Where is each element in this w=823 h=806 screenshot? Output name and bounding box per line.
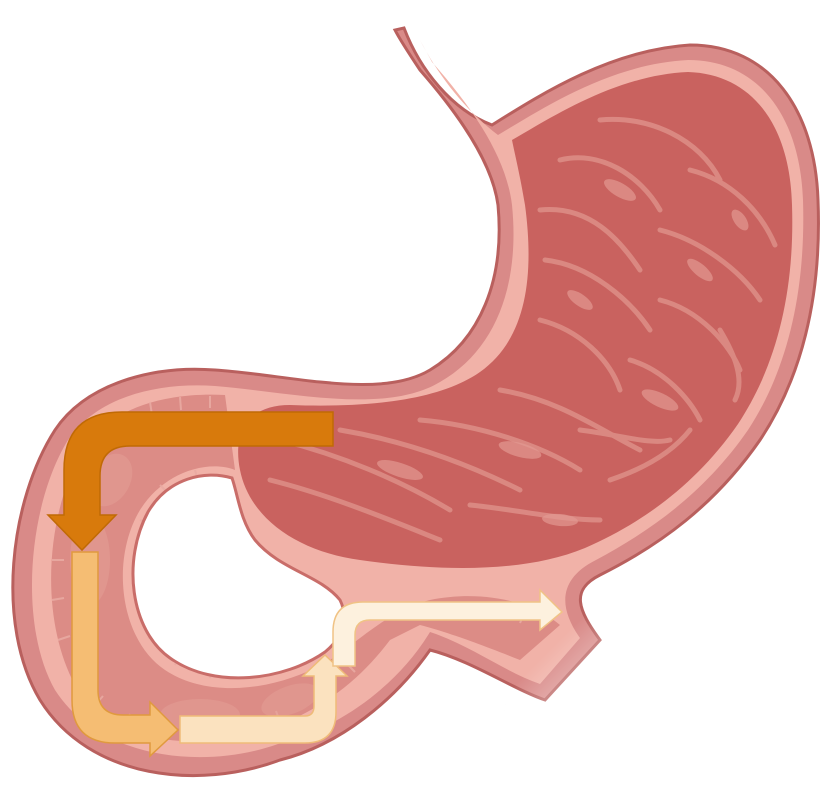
stomach-svg (0, 0, 823, 806)
stomach-illustration (0, 0, 823, 806)
